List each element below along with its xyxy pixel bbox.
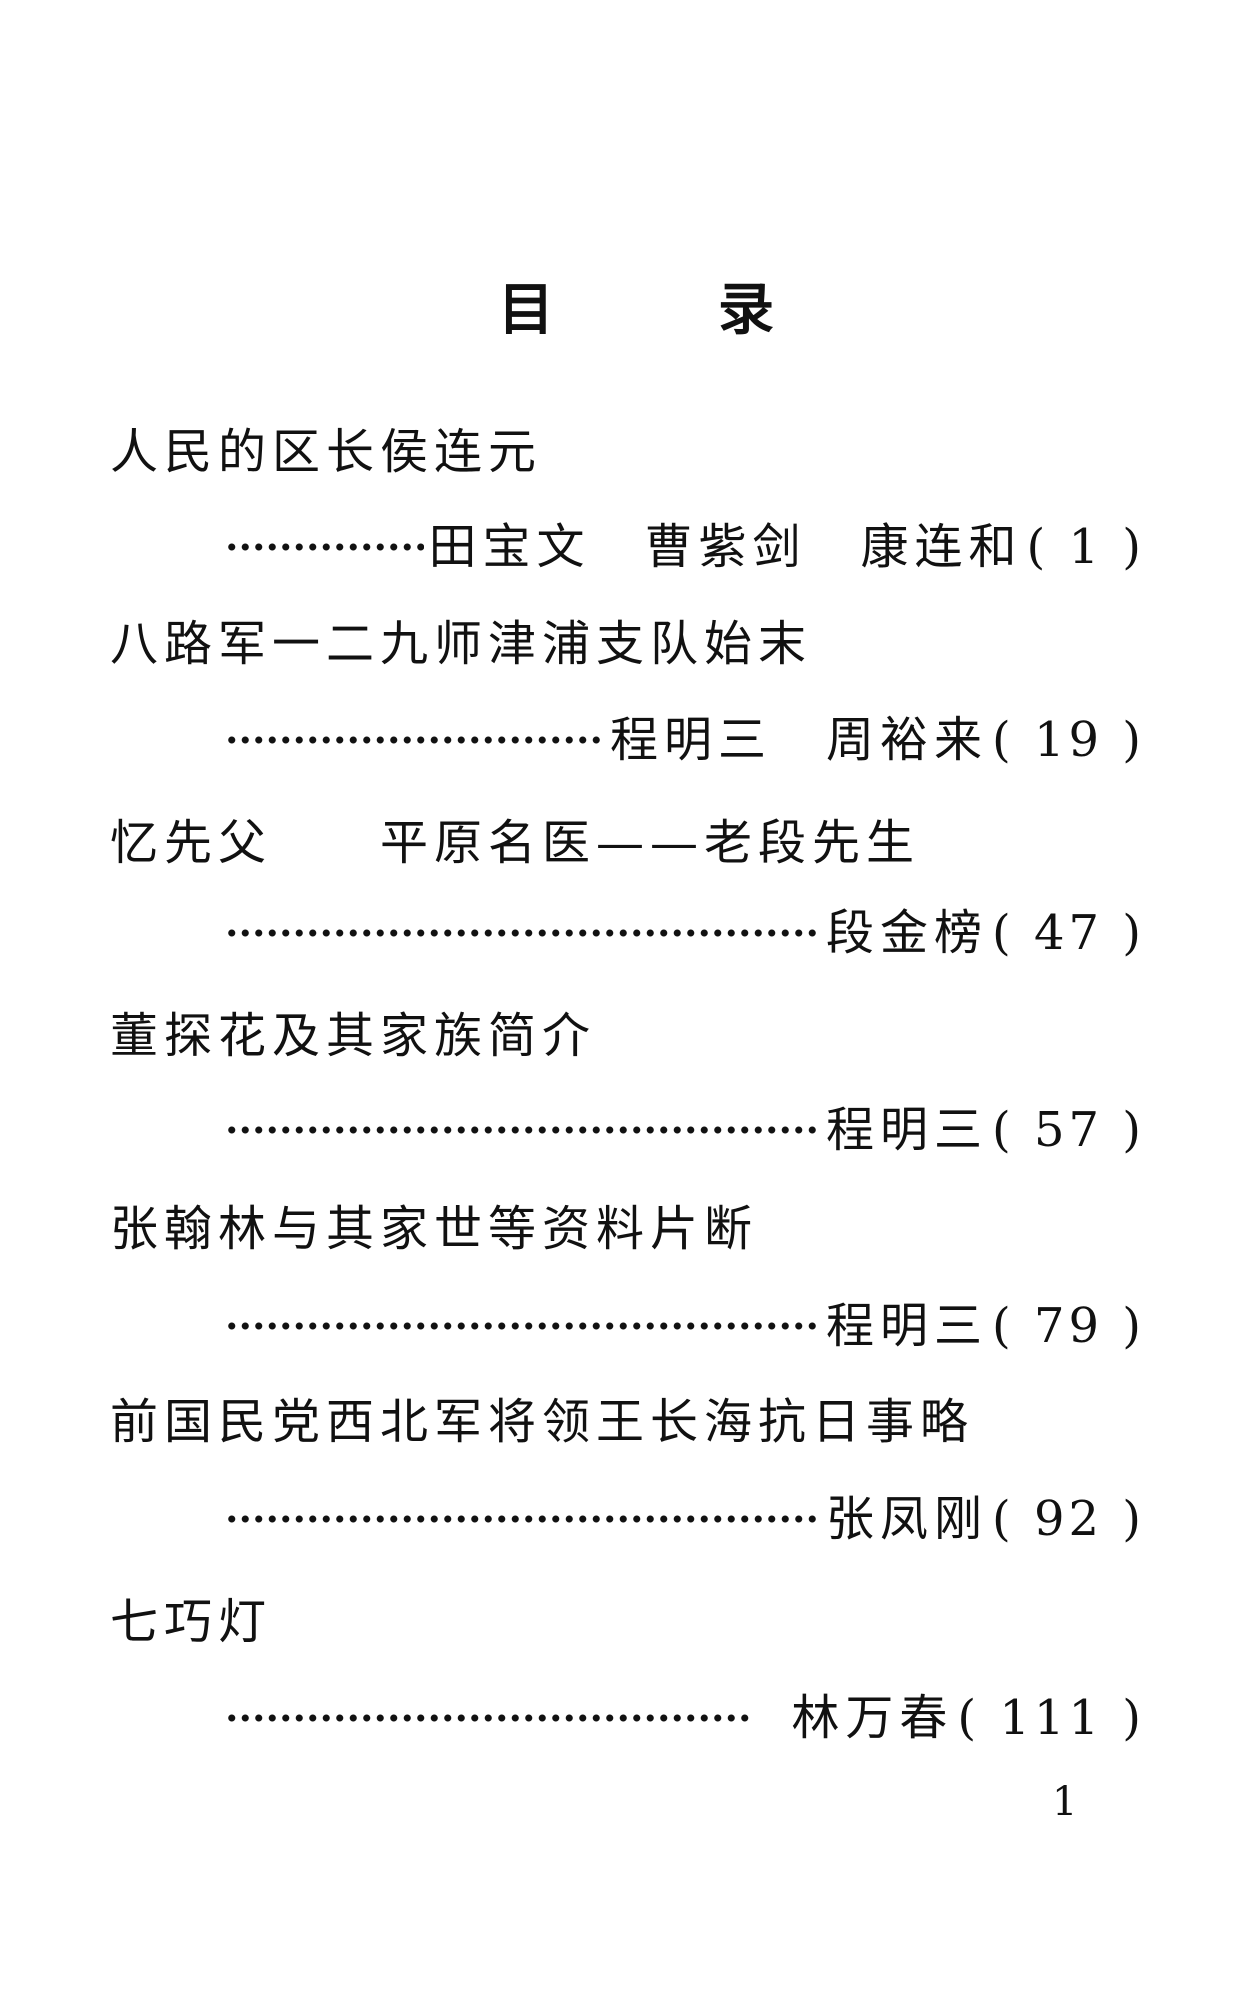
toc-entry-byline: 张凤刚 ( 92 )	[225, 1491, 1145, 1547]
toc-entry-title: 人民的区长侯连元	[110, 424, 543, 480]
toc-entry-byline: 段金榜 ( 47 )	[225, 905, 1145, 961]
dot-leader	[225, 1124, 822, 1136]
toc-page-number: ( 57 )	[991, 1102, 1145, 1158]
toc-author: 程明三	[825, 1298, 988, 1354]
dot-leader	[225, 1320, 822, 1332]
dot-leader	[225, 541, 425, 553]
page-folio: 1	[1052, 1779, 1078, 1825]
toc-entry-byline: 程明三 周裕来 ( 19 )	[225, 712, 1145, 768]
toc-entry-title: 忆先父 平原名医——老段先生	[110, 815, 921, 871]
toc-entry-byline: 程明三 ( 79 )	[225, 1298, 1145, 1354]
toc-entry-title: 前国民党西北军将领王长海抗日事略	[110, 1394, 975, 1450]
toc-page-number: ( 79 )	[991, 1298, 1145, 1354]
heading-char: 录	[718, 277, 774, 343]
toc-author: 程明三	[825, 1102, 988, 1158]
toc-author: 田宝文 曹紫剑 康连和	[428, 519, 1023, 575]
toc-entry-byline: 林万春 ( 111 )	[225, 1690, 1145, 1746]
toc-author: 程明三 周裕来	[609, 712, 988, 768]
toc-page-number: ( 19 )	[991, 712, 1145, 768]
toc-author: 林万春	[791, 1690, 954, 1746]
dot-leader	[225, 927, 822, 939]
toc-page-number: ( 47 )	[991, 905, 1145, 961]
toc-author: 张凤刚	[825, 1491, 988, 1547]
dot-leader	[225, 1513, 822, 1525]
dot-leader	[225, 1712, 752, 1724]
toc-page-number: ( 1 )	[1026, 519, 1145, 575]
toc-entry-byline: 田宝文 曹紫剑 康连和 ( 1 )	[225, 519, 1145, 575]
toc-entry-byline: 程明三 ( 57 )	[225, 1102, 1145, 1158]
toc-entry-title: 董探花及其家族简介	[110, 1008, 597, 1064]
toc-page-number: ( 92 )	[991, 1491, 1145, 1547]
toc-author: 段金榜	[825, 905, 988, 961]
heading-char: 目	[498, 277, 554, 343]
dot-leader	[225, 734, 606, 746]
toc-entry-title: 七巧灯	[110, 1594, 273, 1650]
toc-entry-title: 张翰林与其家世等资料片断	[110, 1201, 759, 1257]
toc-entry-title: 八路军一二九师津浦支队始末	[110, 616, 813, 672]
page-heading: 目 录	[0, 280, 1255, 340]
toc-page-number: ( 111 )	[957, 1690, 1145, 1746]
